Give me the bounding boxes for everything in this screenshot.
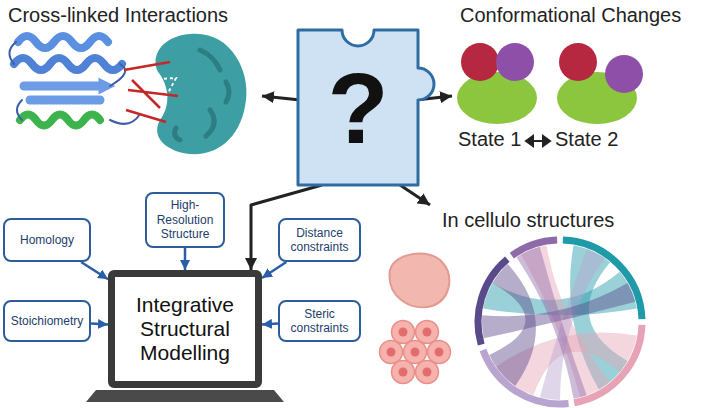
input-box: Homology xyxy=(3,218,91,262)
nucleus xyxy=(399,368,408,377)
complex-state-2 xyxy=(557,43,643,124)
node-text: Stoichiometry xyxy=(11,314,84,328)
nucleus xyxy=(387,348,396,357)
flow-arrow xyxy=(262,96,298,100)
cell xyxy=(392,321,415,344)
node-text: In cellulo structures xyxy=(442,209,614,232)
laptop-screen: Integrative Structural Modelling xyxy=(108,270,262,388)
cell xyxy=(380,341,403,364)
input-box: High-Resolution Structure xyxy=(145,192,225,248)
puzzle-piece: ? xyxy=(298,30,418,185)
panel-region: In cellulo structures xyxy=(430,205,714,408)
cell-cluster xyxy=(380,321,451,384)
chord xyxy=(489,264,536,386)
protein-ribbon xyxy=(9,36,140,126)
nucleus xyxy=(423,368,432,377)
input-arrow xyxy=(262,262,286,278)
input-arrow xyxy=(184,248,187,270)
input-arrow xyxy=(91,322,108,325)
node-text: Conformational Changes xyxy=(460,4,681,27)
input-arrow xyxy=(81,262,108,279)
chord-diagram xyxy=(478,240,642,404)
input-box: Distance constraints xyxy=(278,218,361,262)
cell xyxy=(392,361,415,384)
laptop-base xyxy=(86,390,284,402)
cell xyxy=(416,321,439,344)
input-box: Stoichiometry xyxy=(3,300,91,342)
node-text: Integrative Structural Modelling xyxy=(119,293,251,365)
input-arrow xyxy=(262,322,278,325)
node-text: Steric constraints xyxy=(284,307,355,336)
nucleus xyxy=(423,328,432,337)
cell xyxy=(428,341,451,364)
flow-arrow xyxy=(400,185,430,205)
cell xyxy=(416,361,439,384)
state-label: State 2 xyxy=(555,128,618,151)
input-box: Steric constraints xyxy=(278,300,361,342)
state-label: State 1 xyxy=(458,128,521,151)
nucleus xyxy=(411,348,420,357)
complex-state-1 xyxy=(457,43,537,124)
nucleus xyxy=(435,348,444,357)
node-text: High-Resolution Structure xyxy=(151,198,219,241)
chord xyxy=(516,247,586,399)
node-text: Homology xyxy=(20,233,74,247)
node-text: Distance constraints xyxy=(284,226,355,255)
state-double-arrow xyxy=(526,136,550,146)
tissue-blob xyxy=(390,254,450,308)
node-text: ? xyxy=(327,58,388,158)
cell xyxy=(404,341,427,364)
panel-region: Cross-linked Interactions xyxy=(0,0,262,160)
binding-partner xyxy=(124,34,247,154)
nucleus xyxy=(399,328,408,337)
node-text: Cross-linked Interactions xyxy=(8,4,228,27)
puzzle-shape xyxy=(298,30,434,185)
